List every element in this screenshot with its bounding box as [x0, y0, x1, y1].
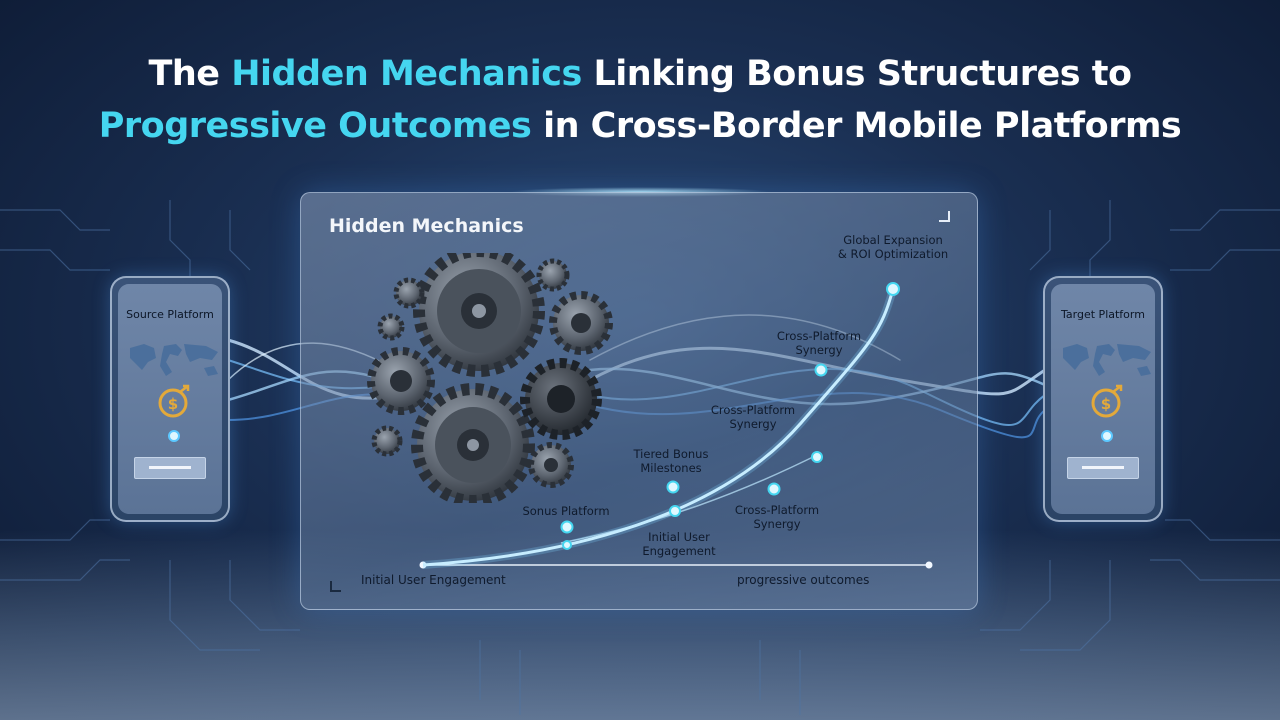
source-phone: Source Platform $ — [110, 276, 230, 522]
svg-text:$: $ — [1101, 395, 1111, 413]
gear-large-top — [413, 253, 545, 377]
title-word-the: The — [148, 54, 220, 94]
label-synergy-mid: Cross-Platform Synergy — [710, 403, 796, 431]
page-title: The Hidden Mechanics Linking Bonus Struc… — [0, 48, 1280, 152]
circuit-traces-right — [479, 200, 1280, 715]
target-phone: Target Platform $ — [1043, 276, 1163, 522]
title-line1-tail: Linking Bonus Structures to — [593, 54, 1132, 94]
milestone-nodes — [560, 282, 900, 550]
axis-end-dot — [925, 561, 933, 569]
gear-large-bottom — [411, 383, 535, 503]
label-tiered-bonus: Tiered Bonus Milestones — [633, 447, 709, 475]
label-initial-engagement: Initial User Engagement — [642, 530, 716, 558]
svg-text:$: $ — [168, 395, 178, 413]
label-synergy-low: Cross-Platform Synergy — [734, 503, 820, 531]
corner-bracket-icon — [939, 211, 950, 222]
corner-bracket-icon — [330, 581, 341, 592]
gear-medium-upper-right — [549, 291, 613, 355]
gear-medium-left — [367, 347, 435, 415]
label-sonus-platform: Sonus Platform — [522, 504, 610, 518]
world-map-icon — [1063, 344, 1151, 376]
circuit-traces-left — [0, 200, 300, 651]
gear-small-pieces — [371, 258, 574, 488]
title-line2-tail: in Cross-Border Mobile Platforms — [543, 106, 1182, 146]
title-highlight-hidden-mechanics: Hidden Mechanics — [231, 54, 582, 94]
axis-label-end: progressive outcomes — [737, 573, 870, 587]
source-node-dot — [168, 430, 180, 442]
panel-title: Hidden Mechanics — [329, 215, 524, 237]
source-phone-button[interactable] — [134, 457, 206, 479]
dollar-growth-icon: $ — [1091, 384, 1123, 418]
growth-curve — [422, 288, 895, 567]
axis-label-start: Initial User Engagement — [361, 573, 506, 587]
growth-curve-graphic — [419, 282, 933, 569]
title-highlight-progressive-outcomes: Progressive Outcomes — [98, 106, 532, 146]
dollar-growth-icon: $ — [158, 384, 190, 418]
world-map-icon — [130, 344, 218, 376]
gears-cluster-icon — [367, 253, 613, 503]
target-phone-screen: Target Platform $ — [1051, 284, 1155, 514]
source-platform-label: Source Platform — [126, 308, 214, 321]
label-synergy-top: Cross-Platform Synergy — [776, 329, 862, 357]
target-node-dot — [1101, 430, 1113, 442]
label-global-expansion: Global Expansion & ROI Optimization — [837, 233, 949, 261]
source-phone-screen: Source Platform $ — [118, 284, 222, 514]
gear-medium-right — [520, 358, 602, 440]
target-phone-button[interactable] — [1067, 457, 1139, 479]
target-platform-label: Target Platform — [1061, 308, 1145, 321]
hidden-mechanics-panel: Hidden Mechanics — [300, 192, 978, 610]
